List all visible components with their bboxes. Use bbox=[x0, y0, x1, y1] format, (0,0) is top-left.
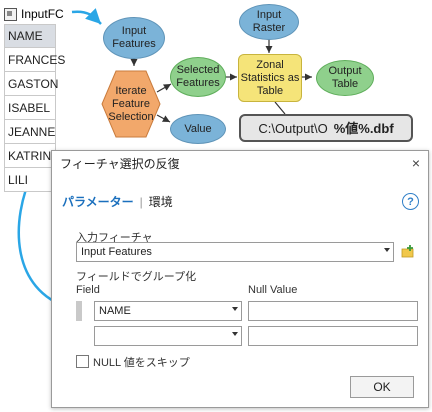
add-layer-icon[interactable] bbox=[401, 244, 415, 258]
input-features-label: 入力フィーチャ bbox=[76, 232, 153, 244]
row-drag-handle[interactable] bbox=[76, 301, 82, 321]
table-row: LILI bbox=[4, 168, 56, 192]
output-table-node[interactable]: Output Table bbox=[316, 60, 374, 96]
tab-parameters[interactable]: パラメーター bbox=[62, 195, 134, 209]
group-by-label: フィールドでグループ化 bbox=[76, 271, 197, 283]
value-node[interactable]: Value bbox=[170, 114, 226, 144]
help-icon[interactable]: ? bbox=[402, 193, 419, 210]
input-features-node[interactable]: Input Features bbox=[103, 17, 165, 59]
ok-button[interactable]: OK bbox=[350, 376, 414, 398]
input-raster-node[interactable]: Input Raster bbox=[239, 4, 299, 40]
iterate-node[interactable] bbox=[101, 70, 161, 138]
skip-null-checkbox[interactable] bbox=[76, 355, 89, 368]
zonal-stats-label: Zonal Statistics as Table bbox=[240, 58, 300, 97]
arrow-fc-to-input bbox=[71, 8, 102, 25]
null-value-input-row2[interactable] bbox=[248, 326, 418, 346]
table-row: KATRINA bbox=[4, 144, 59, 168]
iterate-label: Iterate Feature Selection bbox=[108, 84, 154, 123]
selected-features-label: Selected Features bbox=[176, 64, 220, 89]
table-icon bbox=[4, 7, 17, 21]
dialog-title: フィーチャ選択の反復 bbox=[60, 156, 180, 171]
iterate-dialog: フィーチャ選択の反復 × パラメーター | 環境 ? 入力フィーチャ Input… bbox=[51, 150, 429, 408]
input-features-value: Input Features bbox=[81, 246, 152, 258]
field-column-header: Field bbox=[76, 284, 100, 296]
table-row: GASTON bbox=[4, 72, 58, 96]
table-row: FRANCES bbox=[4, 48, 65, 72]
null-value-column-header: Null Value bbox=[248, 284, 298, 296]
input-raster-label: Input Raster bbox=[252, 9, 286, 34]
field-select-row2[interactable] bbox=[94, 326, 242, 346]
chevron-down-icon bbox=[232, 307, 238, 311]
null-value-input-row1[interactable] bbox=[248, 301, 418, 321]
tab-environment[interactable]: 環境 bbox=[148, 195, 173, 209]
close-icon[interactable]: × bbox=[411, 155, 420, 171]
input-features-select[interactable]: Input Features bbox=[76, 242, 394, 262]
input-features-label: Input Features bbox=[112, 25, 156, 50]
table-row: ISABEL bbox=[4, 96, 56, 120]
output-path-box: C:\Output\O %値%.dbf bbox=[239, 114, 413, 142]
tab-separator: | bbox=[139, 194, 143, 209]
output-path-text: C:\Output\O bbox=[258, 120, 328, 136]
table-row: JEANNE bbox=[4, 120, 56, 144]
feature-class-name: InputFC bbox=[21, 7, 64, 21]
feature-class-table: NAME FRANCES GASTON ISABEL JEANNE KATRIN… bbox=[4, 24, 65, 192]
zonal-stats-node[interactable]: Zonal Statistics as Table bbox=[238, 54, 302, 102]
field-select-row1[interactable]: NAME bbox=[94, 301, 242, 321]
value-label: Value bbox=[184, 122, 212, 135]
feature-class-title: InputFC bbox=[4, 4, 64, 24]
selected-features-node[interactable]: Selected Features bbox=[170, 57, 226, 97]
chevron-down-icon bbox=[232, 332, 238, 336]
output-path-variable: %値%.dbf bbox=[333, 120, 394, 136]
dialog-titlebar: フィーチャ選択の反復 × bbox=[52, 151, 428, 175]
chevron-down-icon bbox=[384, 248, 390, 252]
field-row1-value: NAME bbox=[99, 305, 131, 317]
skip-null-label: NULL 値をスキップ bbox=[93, 357, 190, 369]
table-header: NAME bbox=[4, 24, 56, 48]
output-table-label: Output Table bbox=[328, 65, 362, 90]
dialog-tabs: パラメーター | 環境 bbox=[62, 193, 173, 210]
